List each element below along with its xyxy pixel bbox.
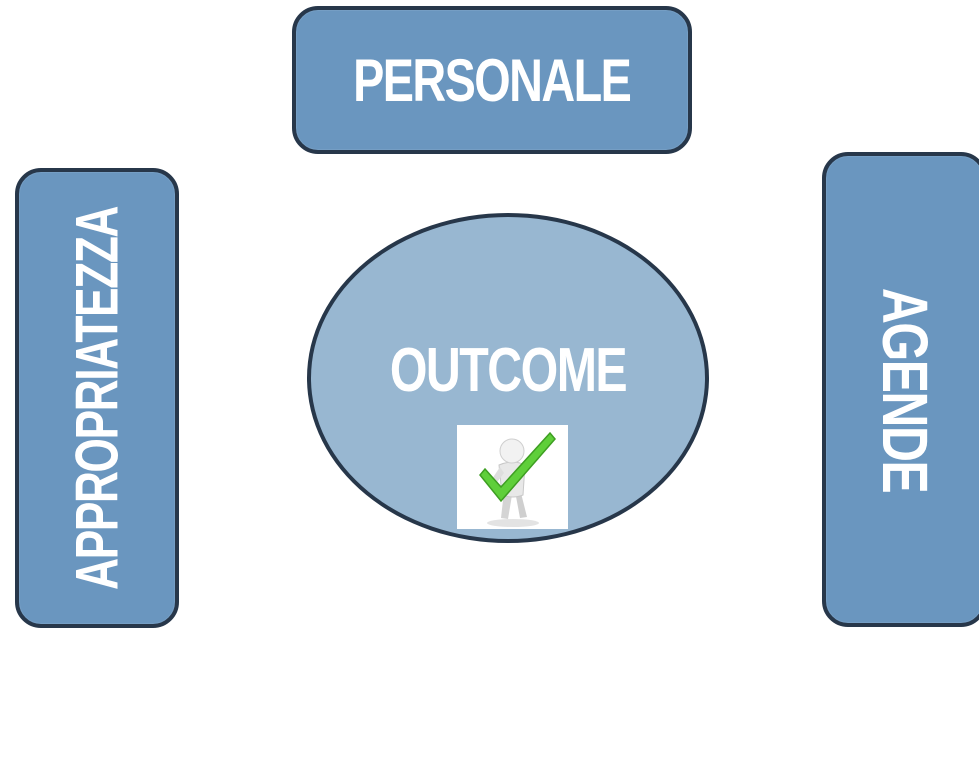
person-checkmark-icon	[457, 425, 568, 529]
agende-label: AGENDE	[868, 287, 941, 492]
personale-box: PERSONALE	[292, 6, 692, 154]
outcome-label: OUTCOME	[389, 336, 628, 405]
agende-box: AGENDE	[822, 152, 979, 627]
personale-label: PERSONALE	[353, 46, 632, 114]
person-checkmark-svg	[479, 431, 556, 527]
appropriatezza-label: APPROPRIATEZZA	[63, 206, 131, 590]
appropriatezza-box: APPROPRIATEZZA	[15, 168, 179, 628]
